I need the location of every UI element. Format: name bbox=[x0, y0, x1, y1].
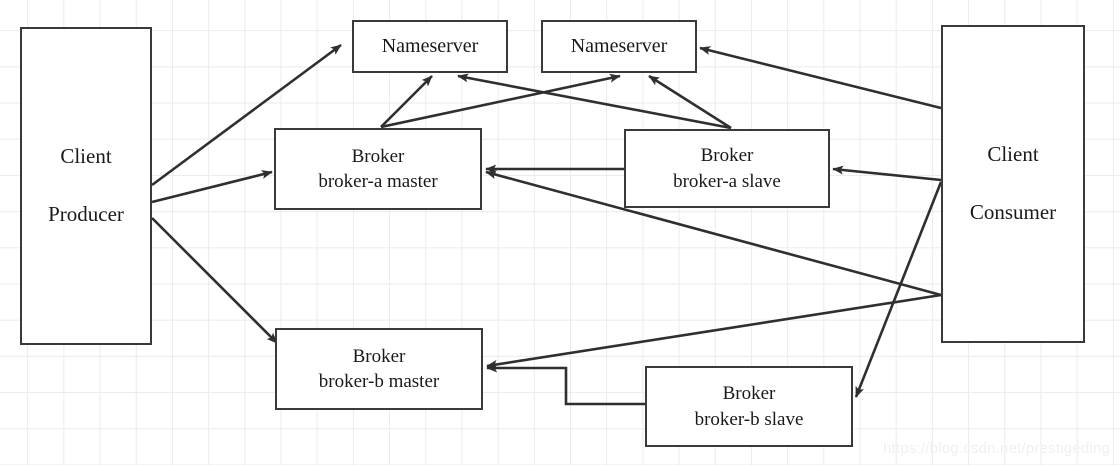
watermark-text: https://blog.csdn.net/prestigeding bbox=[883, 440, 1110, 457]
edge-broker-a-master-to-nameserver-left bbox=[380, 75, 433, 128]
edge-broker-b-slave-to-broker-b-master bbox=[486, 363, 645, 406]
node-label-secondary: Consumer bbox=[969, 200, 1057, 224]
edge-consumer-to-broker-b-slave bbox=[854, 181, 943, 398]
node-label-primary: Client bbox=[60, 144, 112, 169]
node-label-primary: Broker bbox=[352, 345, 406, 367]
node-label-primary: Client bbox=[987, 142, 1039, 167]
node-label-secondary: broker-a master bbox=[318, 171, 438, 192]
node-label-primary: Nameserver bbox=[381, 35, 479, 58]
edge-consumer-to-broker-a-master bbox=[485, 170, 942, 297]
edge-producer-to-broker-a-master bbox=[151, 170, 273, 204]
node-label-secondary: broker-b slave bbox=[694, 408, 804, 430]
node-label-secondary: Producer bbox=[48, 202, 124, 226]
edge-consumer-to-nameserver-right bbox=[699, 46, 942, 110]
node-label-primary: Broker bbox=[700, 145, 754, 167]
node-broker-a-slave[interactable]: Broker broker-a slave bbox=[624, 129, 830, 208]
edge-producer-to-broker-b-master bbox=[151, 217, 278, 344]
node-label-secondary: broker-a slave bbox=[673, 170, 781, 192]
node-broker-a-master[interactable]: Broker broker-a master bbox=[274, 128, 482, 210]
edge-broker-a-master-to-nameserver-right bbox=[380, 73, 621, 129]
edges-group bbox=[151, 43, 943, 406]
node-nameserver-right[interactable]: Nameserver bbox=[541, 20, 697, 73]
node-broker-b-master[interactable]: Broker broker-b master bbox=[275, 328, 483, 410]
edge-broker-a-slave-to-nameserver-left bbox=[457, 73, 732, 130]
node-label-secondary: broker-b master bbox=[318, 371, 440, 392]
edge-consumer-to-broker-a-slave bbox=[832, 165, 942, 182]
node-broker-b-slave[interactable]: Broker broker-b slave bbox=[645, 366, 853, 447]
edge-producer-to-nameserver-left bbox=[151, 43, 342, 187]
node-nameserver-left[interactable]: Nameserver bbox=[352, 20, 508, 73]
node-label-primary: Broker bbox=[722, 383, 776, 405]
edge-consumer-to-broker-b-master bbox=[486, 293, 942, 369]
node-label-primary: Nameserver bbox=[570, 35, 668, 58]
edge-broker-a-slave-to-nameserver-right bbox=[648, 74, 732, 130]
node-label-primary: Broker bbox=[351, 145, 405, 167]
